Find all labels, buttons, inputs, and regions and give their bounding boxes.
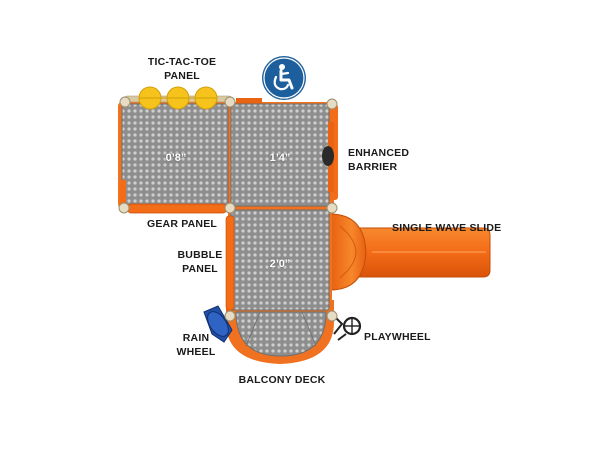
deck-height-lower: 2’0” (269, 258, 291, 270)
label-line: RAIN (182, 332, 210, 344)
label-bubble-panel: BUBBLE PANEL (176, 248, 224, 276)
label-line: PANEL (164, 70, 200, 82)
accessibility-icon (262, 56, 306, 100)
rain-wheel (203, 305, 233, 343)
label-line: BUBBLE (177, 249, 223, 261)
enhanced-barrier (322, 122, 334, 192)
deck-height-right: 1’4” (269, 152, 291, 164)
label-tic-tac-toe-panel: TIC-TAC-TOE PANEL (136, 55, 228, 83)
tic-tac-toe-panel (123, 86, 233, 110)
bubble-panel (225, 215, 235, 311)
playwheel (333, 315, 362, 341)
single-wave-slide (329, 213, 491, 291)
label-balcony-deck: BALCONY DECK (238, 374, 326, 386)
posts (118, 96, 338, 322)
label-playwheel: PLAYWHEEL (364, 331, 431, 343)
label-enhanced-barrier: ENHANCED BARRIER (348, 146, 409, 174)
label-single-wave-slide: SINGLE WAVE SLIDE (392, 222, 502, 234)
deck-height-left: 0’8” (165, 152, 187, 164)
label-rain-wheel: RAIN WHEEL (172, 331, 220, 359)
label-line: PANEL (182, 263, 218, 275)
label-gear-panel: GEAR PANEL (146, 218, 218, 230)
label-line: ENHANCED (348, 147, 410, 159)
label-line: WHEEL (176, 346, 216, 358)
label-line: TIC-TAC-TOE (147, 56, 217, 68)
decks (121, 103, 330, 357)
label-line: BARRIER (348, 161, 398, 173)
